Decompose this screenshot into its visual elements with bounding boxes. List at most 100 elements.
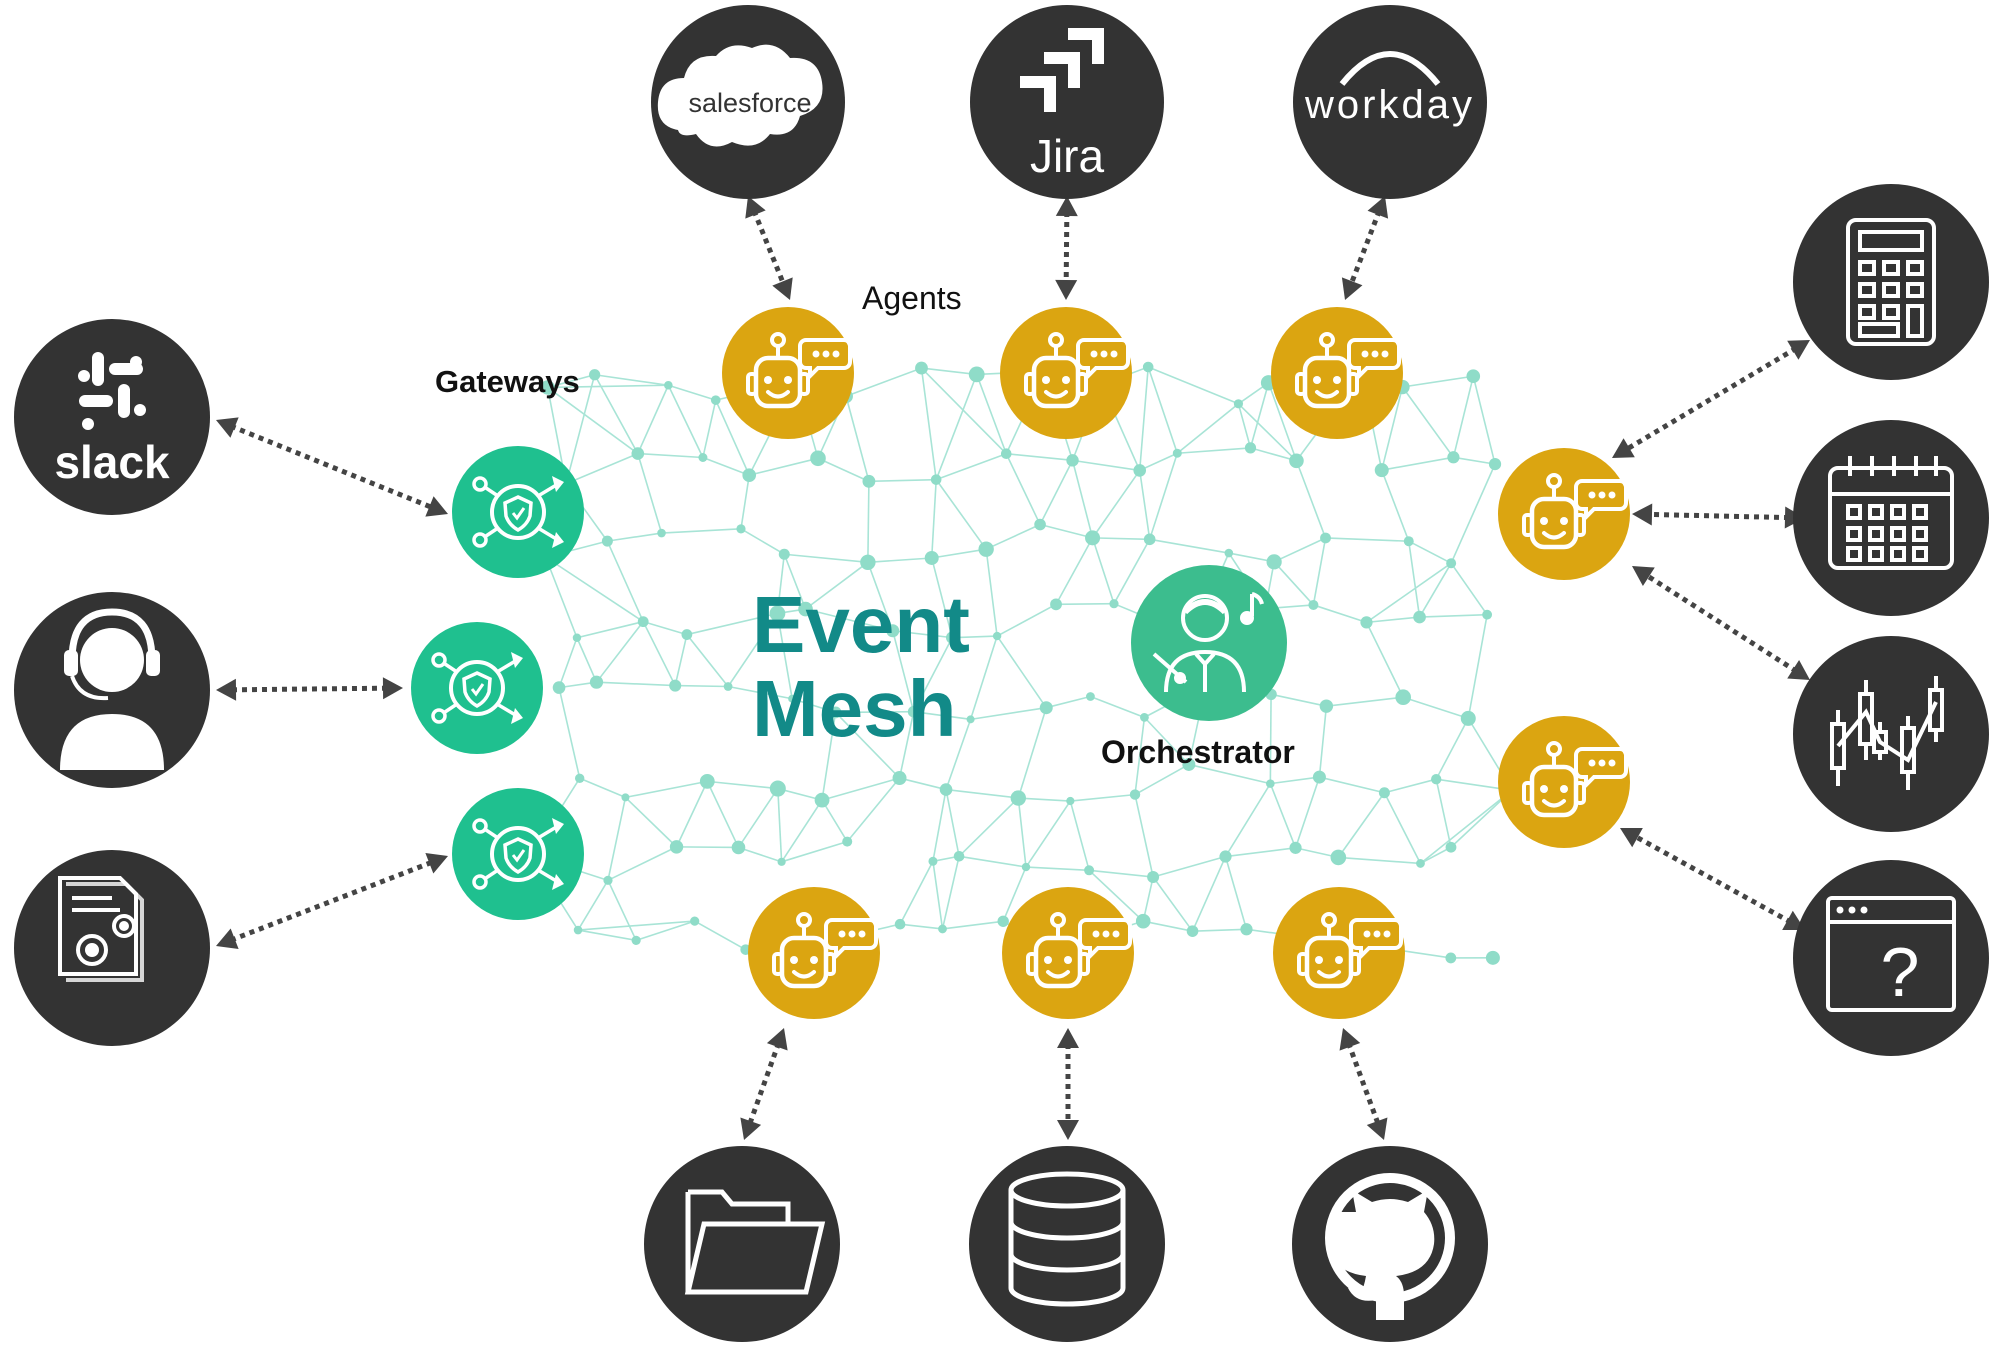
calendar-node: [1793, 420, 1989, 616]
arrow-head: [1632, 566, 1655, 587]
mesh-link: [952, 635, 998, 639]
agent-2: [1000, 307, 1132, 439]
mesh-node: [1085, 530, 1101, 546]
mesh-link: [1273, 537, 1326, 563]
mesh-link: [1408, 540, 1452, 564]
mesh-link: [1270, 693, 1327, 707]
mesh-node: [1395, 689, 1412, 706]
mesh-node: [1289, 841, 1302, 854]
mesh-link: [1177, 447, 1251, 455]
mesh-node: [1447, 451, 1460, 464]
mesh-link: [674, 634, 688, 686]
arrow-head: [1341, 277, 1363, 300]
mesh-link: [1402, 696, 1469, 720]
mesh-link: [637, 452, 703, 459]
mesh-link: [544, 556, 578, 639]
mesh-node: [1182, 757, 1196, 771]
mesh-link: [1055, 537, 1094, 605]
mesh-link: [1025, 866, 1090, 872]
mesh-link: [1138, 366, 1149, 471]
calculator-icon: [1846, 218, 1936, 346]
mesh-link: [845, 396, 870, 482]
mesh-link: [958, 797, 1019, 857]
arrow-head: [1620, 828, 1643, 848]
mesh-link: [1139, 452, 1178, 472]
mesh-link: [635, 920, 695, 942]
mesh-node: [669, 679, 682, 692]
mesh-link: [1088, 869, 1144, 922]
arrow-head: [1057, 1028, 1079, 1048]
event-mesh-title: Event Mesh: [752, 583, 970, 751]
mesh-node: [798, 601, 813, 617]
mesh-node: [810, 450, 826, 467]
mesh-link: [1152, 855, 1226, 878]
orchestrator-label: Orchestrator: [1101, 734, 1295, 770]
arrow-head: [216, 417, 239, 438]
connection-jira: [1063, 211, 1070, 285]
mesh-node: [1186, 925, 1199, 937]
mesh-link: [1147, 366, 1239, 405]
mesh-node: [574, 773, 585, 783]
mesh-link: [1149, 538, 1229, 554]
mesh-node: [1240, 923, 1253, 936]
mesh-node: [1319, 699, 1334, 713]
mesh-node: [1147, 871, 1160, 884]
mesh-node: [997, 915, 1009, 927]
mesh-link: [1273, 561, 1314, 606]
mesh-node: [1224, 548, 1234, 558]
mesh-link: [547, 384, 669, 389]
gateway-3: [452, 788, 584, 920]
mesh-link: [1069, 800, 1090, 871]
mesh-link: [834, 711, 901, 779]
svg-text:?: ?: [1881, 933, 1920, 1011]
mesh-node: [778, 548, 790, 560]
mesh-link: [899, 777, 947, 791]
mesh-link: [707, 780, 778, 790]
mesh-link: [913, 710, 971, 721]
mesh-link: [932, 861, 944, 930]
arrow-head: [1057, 1120, 1079, 1140]
mesh-link: [675, 684, 729, 688]
mesh-node: [601, 535, 613, 547]
connection-slack: [229, 423, 435, 511]
mesh-link: [1142, 876, 1154, 922]
mesh-node: [657, 528, 666, 538]
agent-7: [1002, 887, 1134, 1019]
mesh-node: [572, 633, 582, 642]
mesh-node: [928, 856, 938, 866]
mesh-node: [637, 616, 649, 628]
mesh-link: [1237, 403, 1297, 462]
mesh-node: [1021, 862, 1031, 872]
arrow-head: [1367, 196, 1389, 219]
mesh-node: [966, 715, 975, 724]
event-mesh-title-line2: Mesh: [752, 664, 957, 753]
mesh-link: [1039, 523, 1093, 539]
mesh-link: [970, 706, 1047, 721]
mesh-node: [710, 395, 721, 405]
workday-arc-icon: [1339, 51, 1441, 86]
mesh-link: [783, 553, 807, 610]
database-node: [969, 1146, 1165, 1342]
mesh-link: [607, 846, 677, 882]
folder-icon: [684, 1189, 826, 1295]
mesh-node: [573, 925, 583, 935]
mesh-node: [1142, 361, 1154, 373]
mesh-node: [1129, 789, 1141, 800]
mesh-link: [576, 637, 598, 683]
arrow-head: [772, 277, 793, 300]
mesh-link: [1450, 562, 1488, 616]
arrow-head: [766, 1028, 788, 1051]
mesh-link: [668, 384, 716, 401]
mesh-node: [681, 629, 693, 640]
mesh-link: [1312, 537, 1327, 606]
mesh-link: [780, 799, 823, 863]
mesh-link: [1381, 456, 1454, 471]
mesh-link: [1250, 447, 1297, 462]
mesh-node: [886, 624, 900, 638]
mesh-node: [1488, 458, 1502, 471]
calculator-node: [1793, 184, 1989, 380]
mesh-node: [892, 771, 907, 786]
mesh-link: [776, 613, 793, 699]
mesh-link: [805, 561, 869, 610]
arrow-head: [1366, 1117, 1388, 1140]
